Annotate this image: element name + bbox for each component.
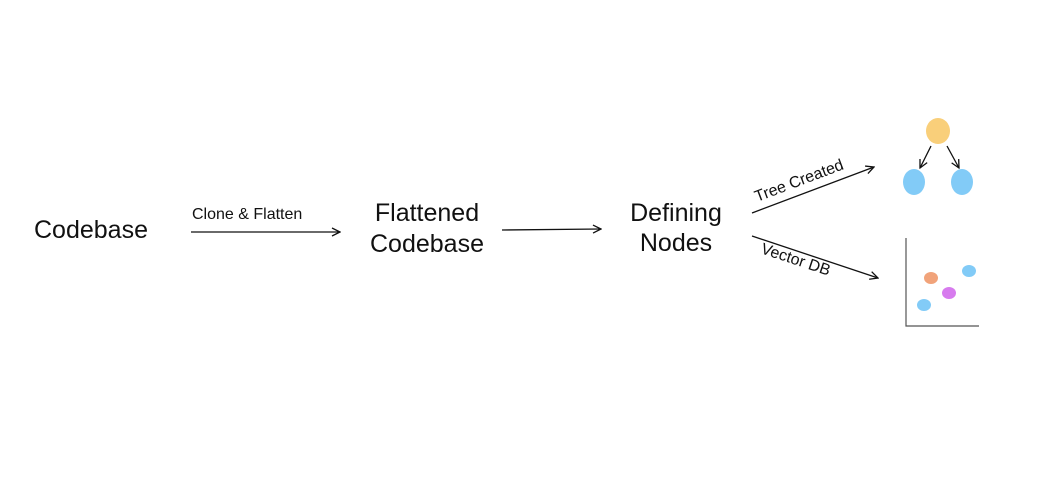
clone-flatten-label: Clone & Flatten bbox=[192, 206, 302, 223]
tree-diagram-icon bbox=[903, 118, 973, 195]
defining-nodes-node: Defining Nodes bbox=[630, 199, 722, 257]
scatter-plot-icon bbox=[905, 238, 979, 327]
defining-nodes-line2: Nodes bbox=[640, 229, 712, 257]
flattened-codebase-line1: Flattened bbox=[375, 199, 479, 227]
tree-left-child bbox=[903, 169, 925, 195]
scatter-point-blue-top bbox=[962, 265, 976, 277]
defining-nodes-line1: Defining bbox=[630, 199, 722, 227]
tree-created-arrow bbox=[751, 167, 874, 214]
scatter-point-blue-bottom bbox=[917, 299, 931, 311]
tree-right-branch bbox=[946, 145, 959, 168]
vector-db-label: Vector DB bbox=[759, 241, 833, 280]
tree-root-node bbox=[926, 118, 950, 144]
vector-db-arrow bbox=[751, 235, 878, 278]
tree-left-branch bbox=[920, 145, 932, 168]
flattened-codebase-node: Flattened Codebase bbox=[370, 199, 484, 258]
flatten-to-nodes-arrow bbox=[501, 229, 601, 230]
flattened-codebase-line2: Codebase bbox=[370, 230, 484, 258]
scatter-axes bbox=[905, 238, 979, 327]
tree-created-label: Tree Created bbox=[752, 157, 846, 206]
codebase-node: Codebase bbox=[34, 216, 148, 244]
tree-right-child bbox=[951, 169, 973, 195]
scatter-point-orange bbox=[924, 272, 938, 284]
scatter-point-purple bbox=[942, 287, 956, 299]
